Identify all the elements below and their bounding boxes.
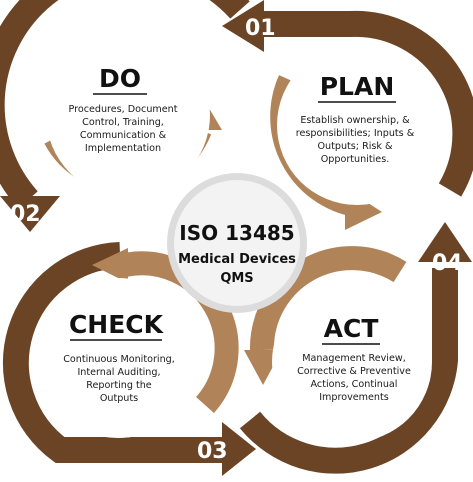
check-inner-circle bbox=[38, 278, 198, 438]
plan-text-line-3: Outputs; Risk & bbox=[317, 141, 393, 152]
check-arrow-head bbox=[222, 422, 256, 476]
check-text-line-1: Continuous Monitoring, bbox=[63, 354, 175, 365]
do-title: DO bbox=[99, 64, 141, 93]
plan-text-line-4: Opportunities. bbox=[321, 154, 390, 165]
act-dark-arc bbox=[239, 268, 458, 474]
do-inner-circle bbox=[46, 33, 210, 197]
center-subtitle-line-2: QMS bbox=[220, 271, 253, 286]
do-text-line-2: Control, Training, bbox=[82, 117, 164, 128]
check-text-line-2: Internal Auditing, bbox=[77, 367, 160, 378]
plan-text-line-2: responsibilities; Inputs & bbox=[296, 128, 415, 139]
do-text-line-4: Implementation bbox=[85, 143, 161, 154]
do-quadrant: 02 DO Procedures, Document Control, Trai… bbox=[0, 0, 250, 232]
plan-inner-circle bbox=[277, 45, 437, 205]
check-dark-arc bbox=[2, 242, 225, 463]
plan-text-line-1: Establish ownership, & bbox=[300, 115, 410, 126]
act-text-line-2: Corrective & Preventive bbox=[297, 366, 411, 377]
plan-title: PLAN bbox=[320, 72, 395, 101]
center-subtitle-line-1: Medical Devices bbox=[178, 252, 296, 267]
center-title: ISO 13485 bbox=[179, 221, 294, 245]
check-number: 03 bbox=[197, 439, 228, 464]
check-light-arrow-head bbox=[92, 248, 128, 283]
check-text-line-3: Reporting the bbox=[86, 380, 152, 391]
do-text-line-1: Procedures, Document bbox=[68, 104, 177, 115]
do-arrow-head bbox=[0, 196, 60, 232]
act-arrow-head bbox=[418, 222, 472, 262]
plan-arrow-head bbox=[222, 0, 264, 52]
act-light-arc bbox=[249, 246, 407, 351]
act-number: 04 bbox=[432, 251, 463, 276]
plan-number: 01 bbox=[245, 16, 276, 41]
plan-dark-arc bbox=[262, 10, 473, 197]
plan-quadrant: 01 PLAN Establish ownership, & responsib… bbox=[222, 0, 473, 230]
act-title: ACT bbox=[324, 314, 379, 343]
act-inner-circle bbox=[272, 282, 432, 442]
do-text-line-3: Communication & bbox=[80, 130, 167, 141]
act-text-line-3: Actions, Continual bbox=[311, 379, 398, 390]
check-text-line-4: Outputs bbox=[100, 393, 138, 404]
act-text-line-4: Improvements bbox=[319, 392, 389, 403]
do-number: 02 bbox=[10, 202, 41, 227]
center-circle bbox=[174, 180, 300, 306]
act-quadrant: 04 ACT Management Review, Corrective & P… bbox=[239, 222, 472, 474]
act-text-line-1: Management Review, bbox=[302, 353, 406, 364]
check-title: CHECK bbox=[69, 310, 165, 339]
center-badge: ISO 13485 Medical Devices QMS bbox=[167, 173, 307, 313]
